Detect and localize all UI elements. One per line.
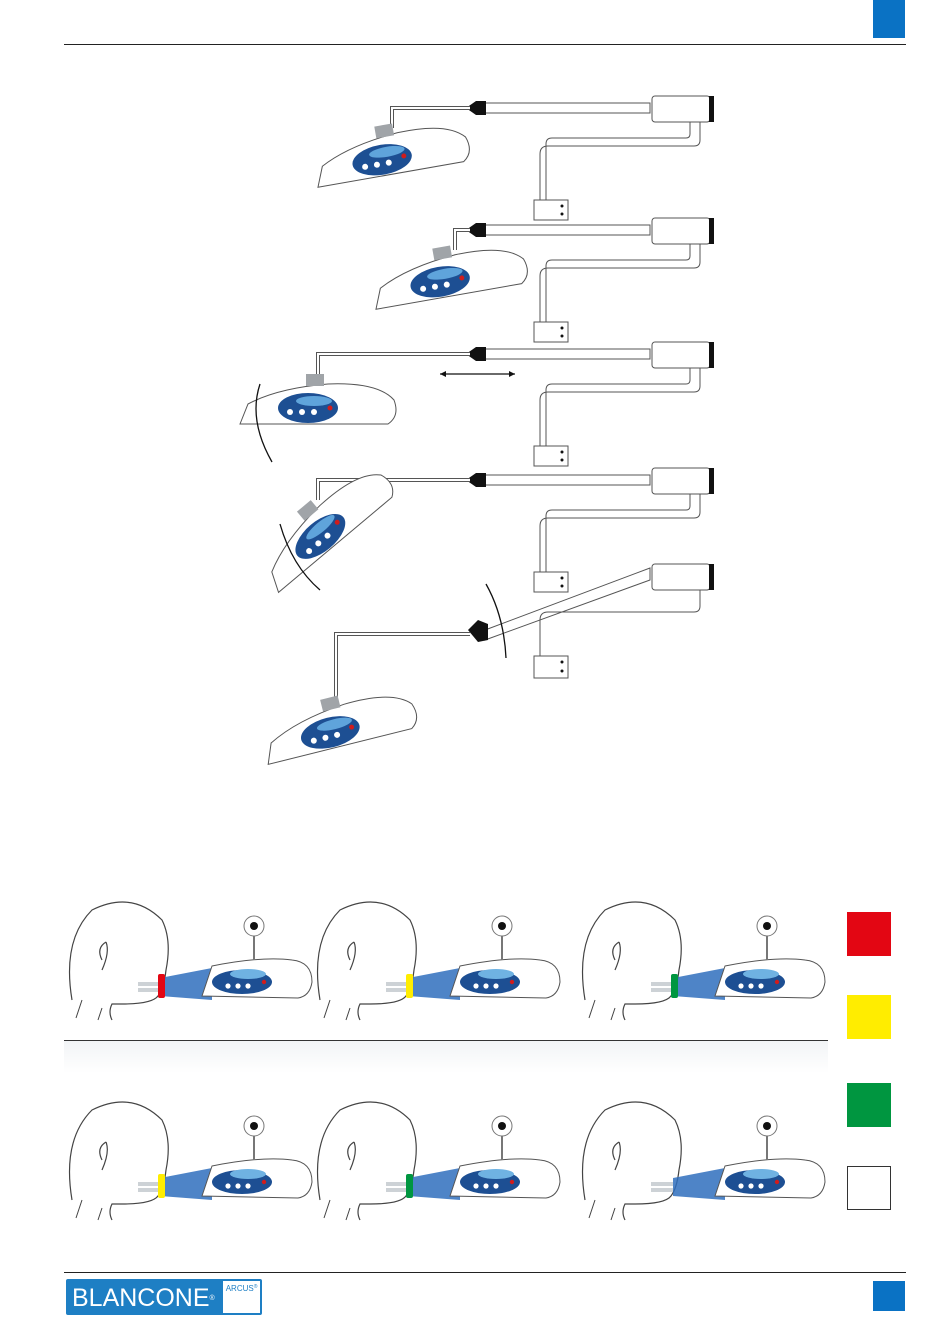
footer-rule (64, 1272, 906, 1273)
red-swatch (847, 912, 891, 956)
green-swatch (847, 1083, 891, 1127)
patient-view (583, 902, 826, 1020)
patient-view (318, 902, 561, 1020)
logo-wordmark: BLANCONE® (66, 1279, 221, 1315)
patient-view (583, 1102, 826, 1220)
yellow-swatch (847, 995, 891, 1039)
logo-suffix: ARCUS (226, 1284, 254, 1293)
logo-brand: BLANCONE (72, 1284, 210, 1313)
patient-view (318, 1102, 561, 1220)
patient-view (70, 902, 313, 1020)
logo-arcus: ARCUS® (221, 1279, 263, 1315)
patient-figure (0, 0, 950, 1280)
white-swatch (847, 1166, 891, 1210)
blancone-logo: BLANCONE® ARCUS® (66, 1279, 262, 1315)
logo-registered: ® (210, 1295, 215, 1302)
page-tab-bottom (873, 1281, 905, 1311)
patient-view (70, 1102, 313, 1220)
